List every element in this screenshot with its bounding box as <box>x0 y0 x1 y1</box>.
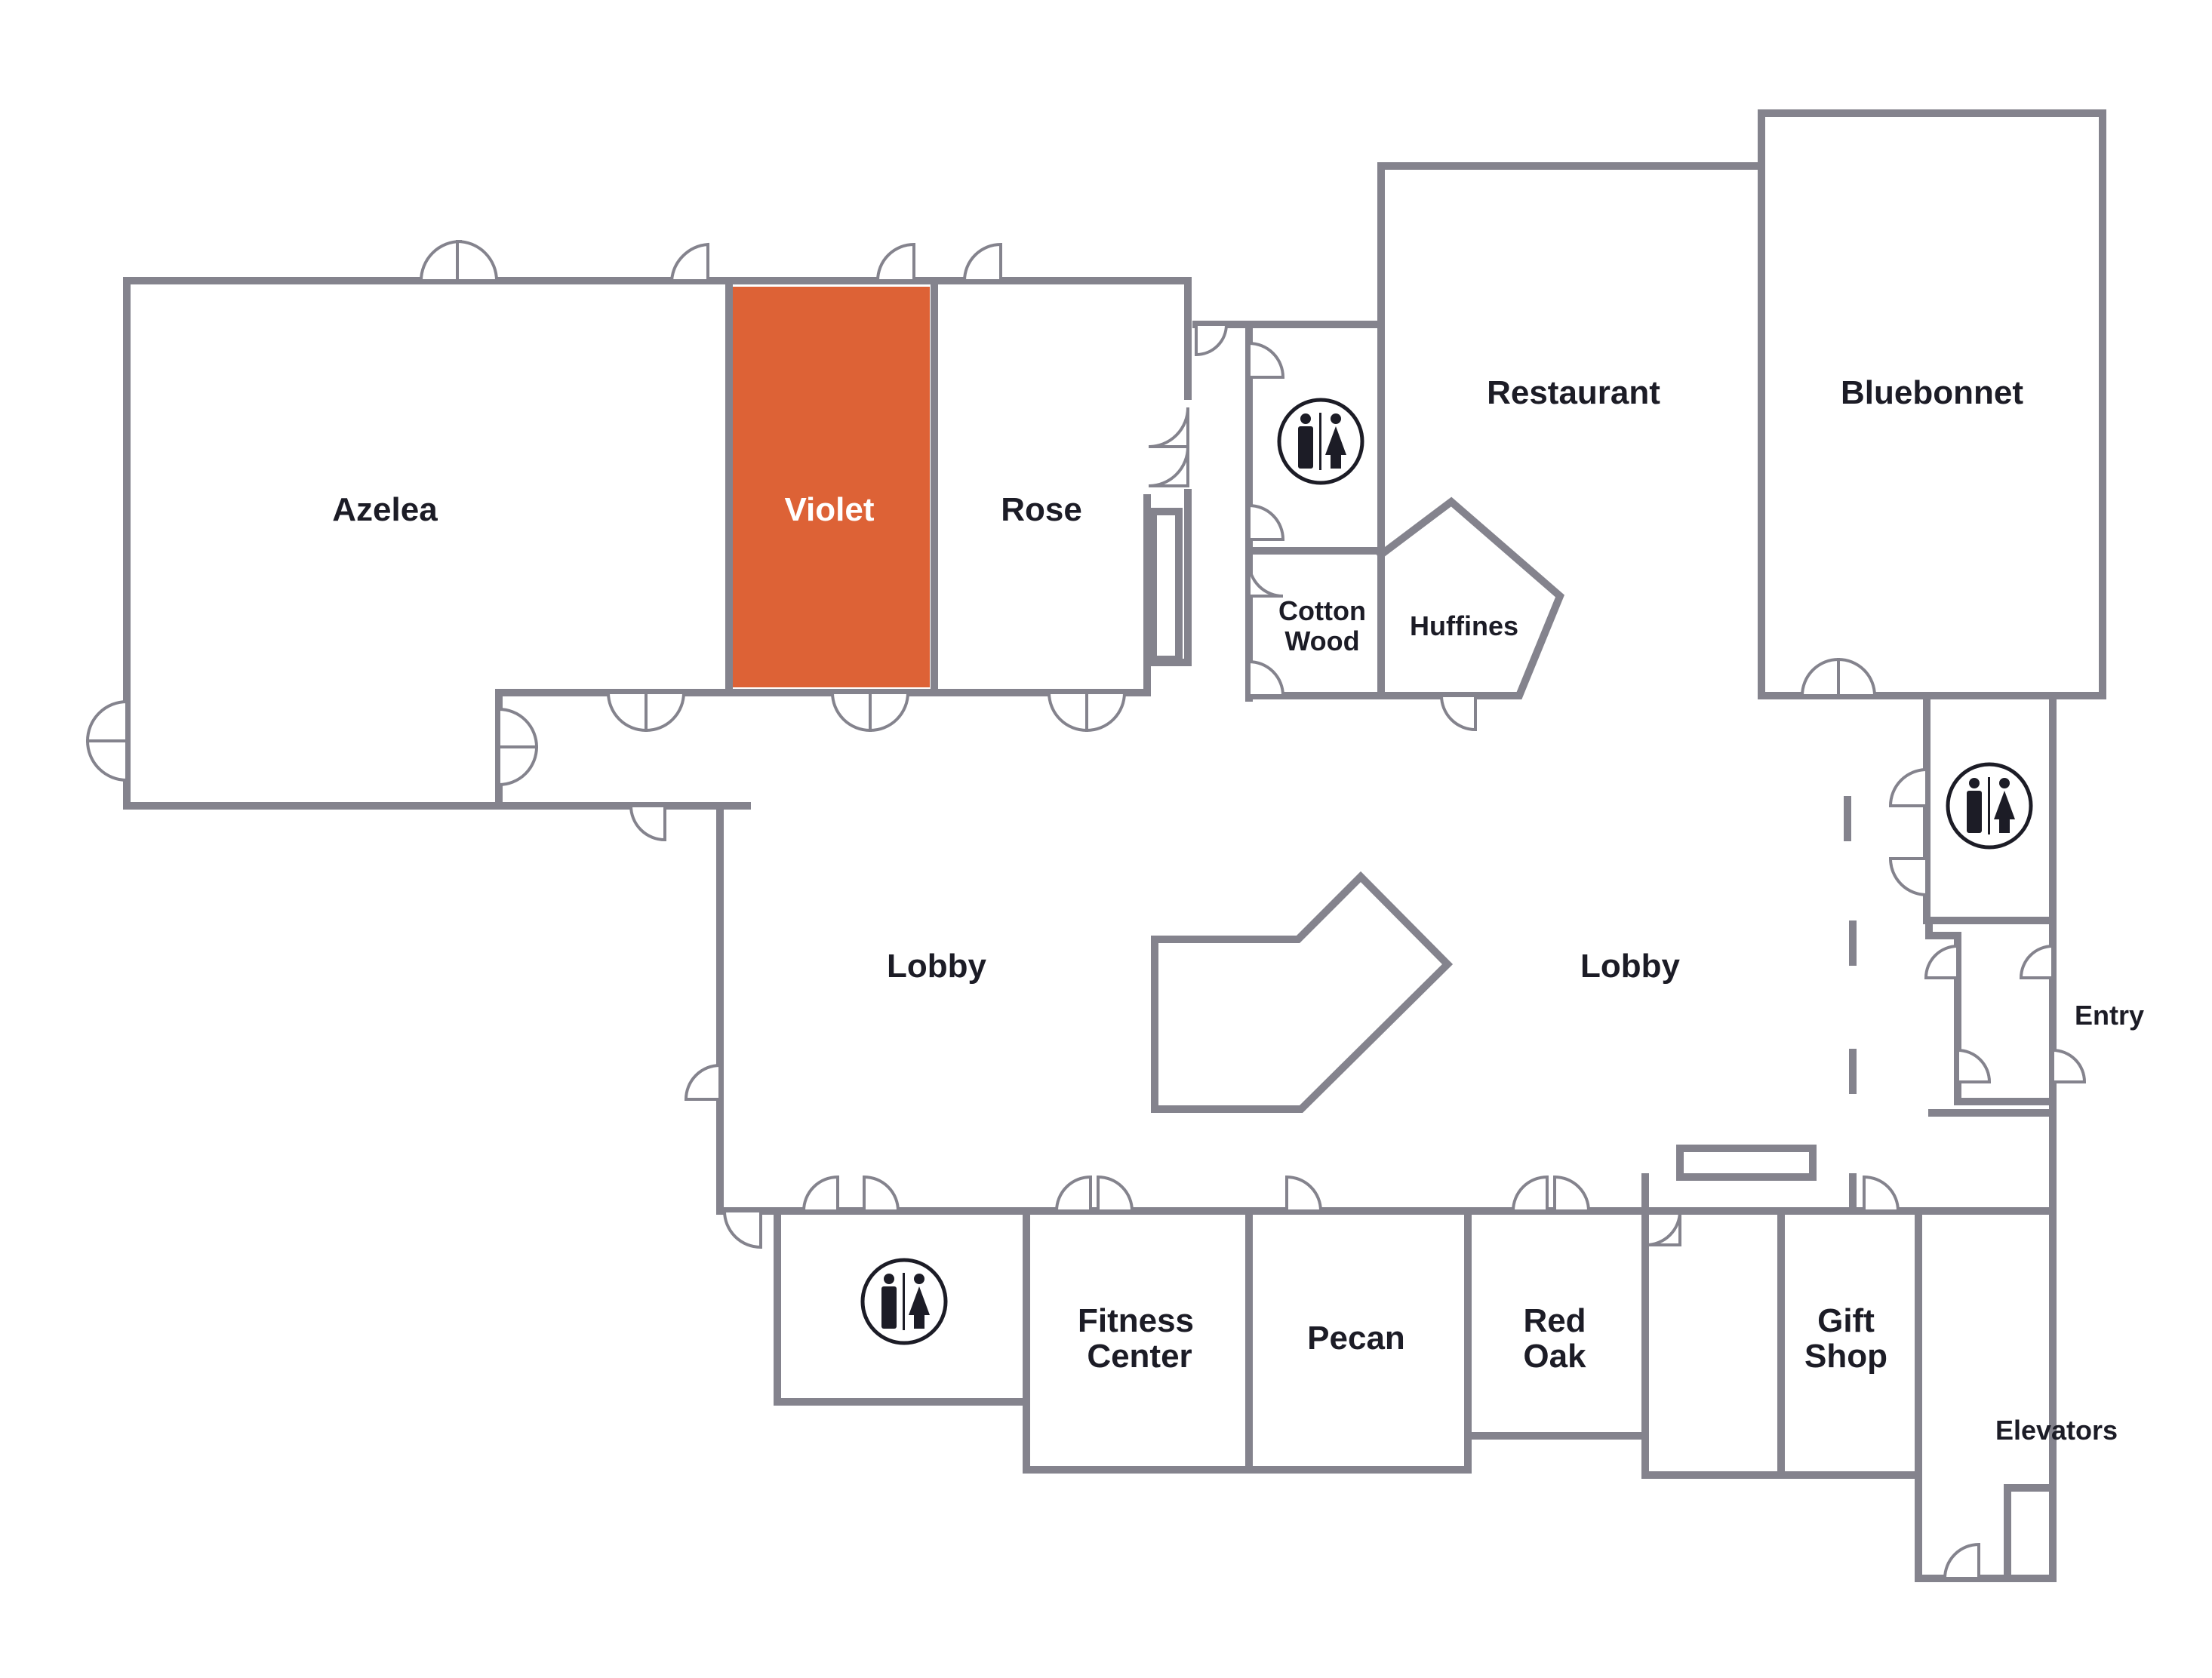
room-label-center[interactable]: Center <box>1087 1338 1192 1375</box>
room-label-elevators[interactable]: Elevators <box>1995 1415 2118 1446</box>
room-label-entry[interactable]: Entry <box>2075 1000 2144 1031</box>
room-label-oak[interactable]: Oak <box>1523 1338 1586 1375</box>
room-label-pecan[interactable]: Pecan <box>1307 1320 1405 1357</box>
room-label-azelea[interactable]: Azelea <box>332 491 438 528</box>
restroom-icon <box>1946 762 2033 850</box>
walls <box>123 109 2106 1582</box>
doors <box>85 239 2087 1580</box>
violet-room-fill[interactable] <box>729 287 930 687</box>
room-label-bluebonnet[interactable]: Bluebonnet <box>1841 374 2023 411</box>
room-label-huffines[interactable]: Huffines <box>1410 610 1518 641</box>
room-label-restaurant[interactable]: Restaurant <box>1487 374 1660 411</box>
restroom-icon <box>860 1258 948 1345</box>
room-label-cotton[interactable]: Cotton <box>1278 595 1366 626</box>
room-labels: Azelea Violet Rose Restaurant Bluebonnet… <box>332 374 2144 1446</box>
room-label-red[interactable]: Red <box>1523 1302 1586 1339</box>
room-label-gift[interactable]: Gift <box>1817 1302 1875 1339</box>
room-label-lobby-east[interactable]: Lobby <box>1580 948 1681 985</box>
room-label-fitness[interactable]: Fitness <box>1078 1302 1194 1339</box>
room-label-shop[interactable]: Shop <box>1804 1338 1887 1375</box>
restroom-icon <box>1277 398 1364 485</box>
room-label-wood[interactable]: Wood <box>1284 625 1359 656</box>
room-label-rose[interactable]: Rose <box>1001 491 1082 528</box>
room-label-lobby-west[interactable]: Lobby <box>887 948 987 985</box>
room-label-violet[interactable]: Violet <box>784 491 874 528</box>
